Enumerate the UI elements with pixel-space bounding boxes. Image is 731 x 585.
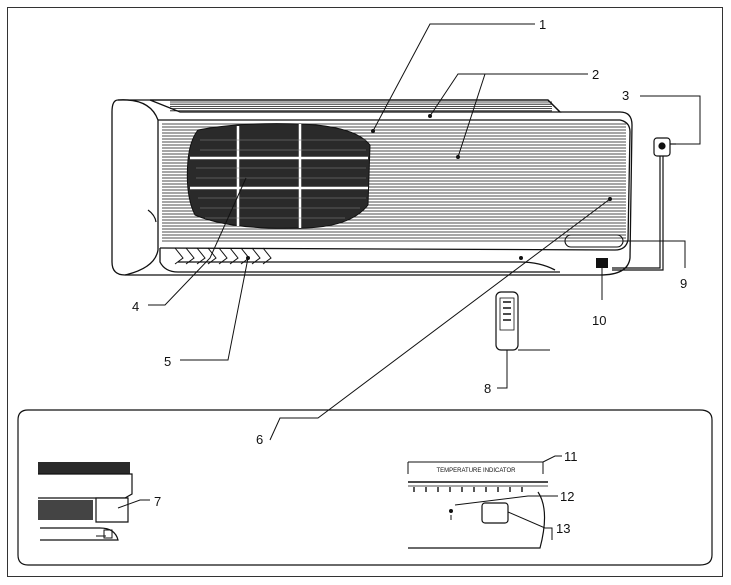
detail-panel bbox=[17, 409, 713, 566]
detail-indicator-view bbox=[407, 455, 562, 549]
receiver-icon bbox=[596, 258, 608, 268]
callout-4: 4 bbox=[132, 299, 139, 314]
callout-5: 5 bbox=[164, 354, 171, 369]
indoor-unit bbox=[111, 99, 633, 276]
diagram-frame bbox=[7, 7, 723, 577]
power-plug bbox=[612, 137, 676, 271]
remote-control bbox=[495, 291, 519, 372]
callout-3: 3 bbox=[622, 88, 629, 103]
callout-7: 7 bbox=[154, 494, 161, 509]
callout-10: 10 bbox=[592, 313, 606, 328]
callout-11: 11 bbox=[564, 449, 578, 464]
callout-9: 9 bbox=[680, 276, 687, 291]
callout-6: 6 bbox=[256, 432, 263, 447]
callout-8: 8 bbox=[484, 381, 491, 396]
temperature-indicator-label: TEMPERATURE INDICATOR bbox=[436, 468, 516, 474]
air-filter bbox=[186, 123, 371, 229]
callout-1: 1 bbox=[539, 17, 546, 32]
callout-13: 13 bbox=[556, 521, 570, 536]
top-air-inlet-grille bbox=[170, 101, 552, 112]
detail-side-view bbox=[38, 462, 150, 541]
callout-2: 2 bbox=[592, 67, 599, 82]
callout-12: 12 bbox=[560, 489, 574, 504]
leader-lines bbox=[148, 23, 701, 441]
